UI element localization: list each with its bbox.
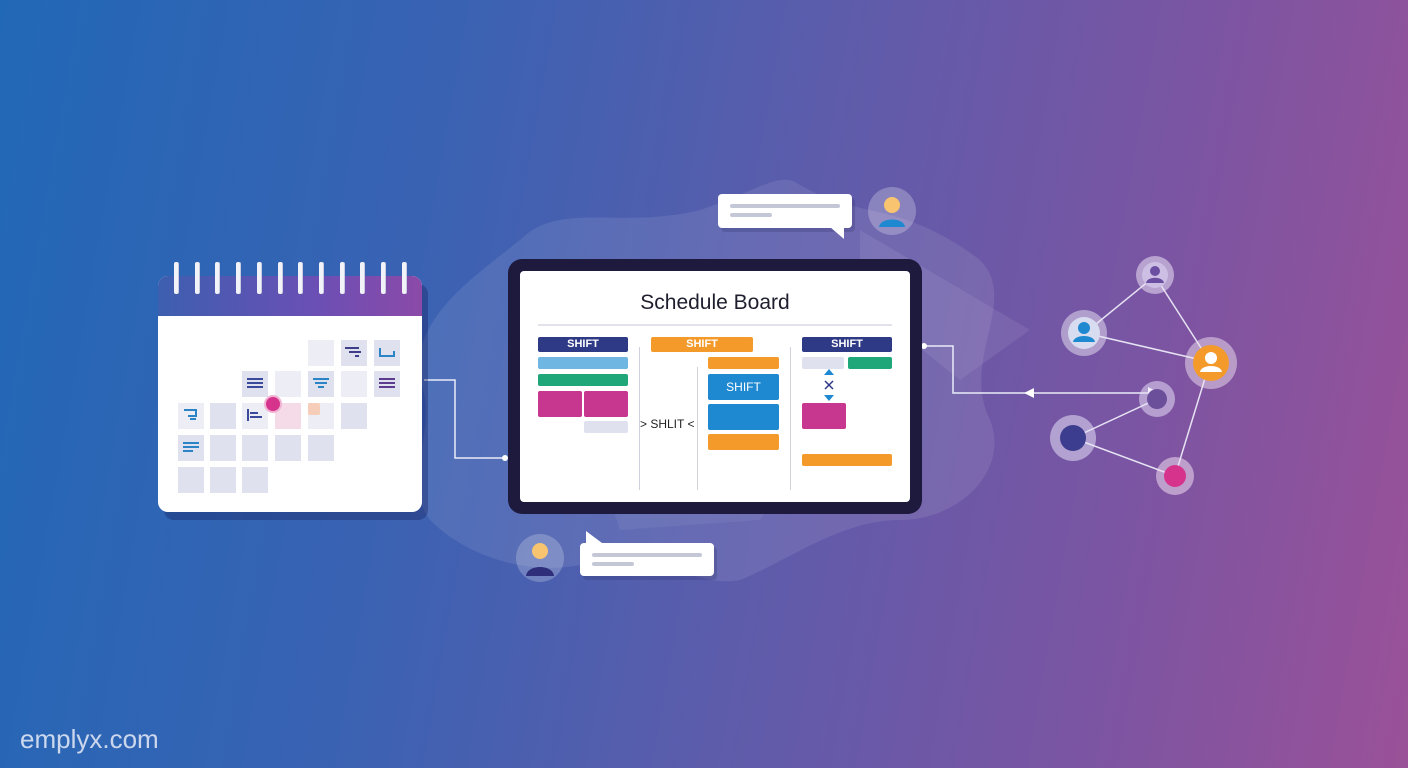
team-member-node-icon[interactable] xyxy=(1061,310,1107,356)
user-avatar-icon[interactable] xyxy=(868,187,916,235)
message-line xyxy=(730,213,772,217)
shift-header-col1[interactable]: SHIFT xyxy=(538,337,628,352)
shift-block[interactable] xyxy=(802,454,892,466)
network-node-icon[interactable] xyxy=(1156,457,1194,495)
shift-block-highlight[interactable]: SHIFT xyxy=(708,374,779,400)
calendar-day-cell[interactable] xyxy=(308,371,334,397)
calendar-day-cell[interactable] xyxy=(308,435,334,461)
calendar-rings xyxy=(174,262,406,296)
message-line xyxy=(730,204,840,208)
event-lines-icon xyxy=(247,378,263,388)
bed-icon xyxy=(379,348,395,357)
shift-block[interactable] xyxy=(584,421,628,433)
calendar-day-cell[interactable] xyxy=(178,435,204,461)
message-line xyxy=(592,553,702,557)
network-node-icon[interactable] xyxy=(1139,381,1175,417)
calendar-ring xyxy=(381,262,386,294)
team-member-node-icon[interactable] xyxy=(1136,256,1174,294)
today-marker-icon xyxy=(264,395,282,413)
calendar-day-cell[interactable] xyxy=(242,435,268,461)
calendar-ring xyxy=(236,262,241,294)
calendar-day-cell[interactable] xyxy=(341,371,367,397)
shift-block[interactable] xyxy=(708,434,779,450)
calendar-day-cell[interactable] xyxy=(308,340,334,366)
shift-block[interactable] xyxy=(802,357,844,369)
shift-block[interactable] xyxy=(584,391,628,417)
calendar-day-cell[interactable] xyxy=(242,403,268,429)
highlight-square xyxy=(308,403,320,415)
calendar-day-cell[interactable] xyxy=(374,371,400,397)
calendar-day-cell[interactable] xyxy=(210,467,236,493)
bubble-tail xyxy=(830,227,844,239)
bubble-tail xyxy=(586,531,602,543)
event-lines-icon xyxy=(247,409,262,421)
shift-block[interactable] xyxy=(708,357,779,369)
message-line xyxy=(592,562,634,566)
calendar-ring xyxy=(256,262,261,294)
calendar-ring xyxy=(319,262,324,294)
calendar-day-cell[interactable] xyxy=(178,403,204,429)
network-node-icon[interactable] xyxy=(1050,415,1096,461)
calendar-header xyxy=(158,276,422,316)
calendar-day-cell[interactable] xyxy=(341,340,367,366)
calendar-day-cell[interactable] xyxy=(210,403,236,429)
team-member-node-icon[interactable] xyxy=(1185,337,1237,389)
calendar-ring xyxy=(215,262,220,294)
site-url[interactable]: emplyx.com xyxy=(20,724,159,754)
swap-arrows-icon xyxy=(824,369,834,401)
calendar-ring xyxy=(401,262,406,294)
shift-swap-label: > SHLIT < xyxy=(640,417,695,431)
user-avatar-icon[interactable] xyxy=(516,534,564,582)
column-divider xyxy=(639,347,640,490)
schedule-board-device: Schedule Board SHIFT SHIFT > SHLIT < SHI… xyxy=(508,259,922,514)
calendar-ring xyxy=(194,262,199,294)
calendar-day-cell[interactable] xyxy=(275,371,301,397)
event-lines-icon xyxy=(183,442,199,452)
calendar-day-cell[interactable] xyxy=(341,403,367,429)
calendar-ring xyxy=(298,262,303,294)
calendar-day-cell[interactable] xyxy=(242,467,268,493)
title-divider xyxy=(538,324,892,326)
chat-bubble-bottom xyxy=(580,531,714,576)
event-lines-icon xyxy=(313,378,329,388)
calendar-ring xyxy=(174,262,178,294)
calendar-ring xyxy=(360,262,365,294)
shift-block[interactable] xyxy=(848,357,892,369)
calendar-ring xyxy=(339,262,344,294)
chat-bubble-top xyxy=(718,194,852,239)
calendar-ring xyxy=(277,262,282,294)
calendar-day-cell[interactable] xyxy=(374,340,400,366)
schedule-board-screen: Schedule Board SHIFT SHIFT > SHLIT < SHI… xyxy=(520,271,910,502)
calendar-day-cell[interactable] xyxy=(275,435,301,461)
board-title: Schedule Board xyxy=(640,291,790,314)
shift-block[interactable] xyxy=(538,391,582,417)
chat-icon xyxy=(184,409,197,420)
column-divider xyxy=(697,367,698,490)
shift-block[interactable] xyxy=(538,357,628,369)
shift-block[interactable] xyxy=(538,374,628,386)
shift-header-col3[interactable]: SHIFT xyxy=(802,337,892,352)
event-lines-icon xyxy=(345,347,361,357)
shift-block[interactable] xyxy=(708,404,779,430)
shift-header-col2[interactable]: SHIFT xyxy=(651,337,753,352)
calendar-day-cell[interactable] xyxy=(242,371,268,397)
event-lines-icon xyxy=(379,378,395,388)
shift-block[interactable] xyxy=(802,403,846,429)
calendar-day-cell[interactable] xyxy=(178,467,204,493)
column-divider xyxy=(790,347,791,490)
calendar-card xyxy=(158,262,422,512)
calendar-day-cell[interactable] xyxy=(210,435,236,461)
